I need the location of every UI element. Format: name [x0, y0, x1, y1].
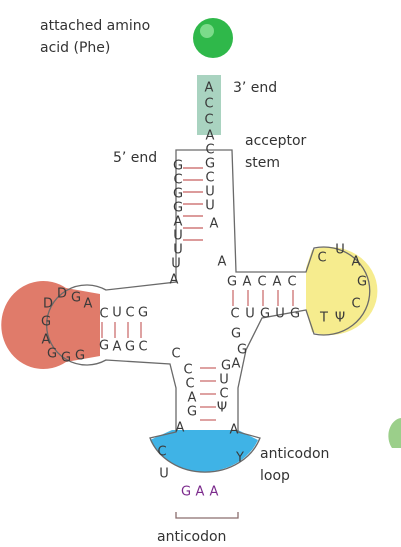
- nucleotide-d-loop-1: G: [71, 291, 81, 306]
- nucleotide-d-loop-0: A: [84, 297, 93, 312]
- nucleotide-t-loop-0: C: [317, 251, 326, 266]
- nucleotide-anticodon-1: A: [196, 485, 205, 500]
- nucleotide-d-stem-top-1: U: [112, 306, 122, 321]
- anticodon-loop-label-line1: anticodon: [260, 446, 329, 462]
- nucleotide-anticodon-stem-right-3: Ψ: [217, 401, 227, 416]
- nucleotide-t-stem-top-3: A: [273, 275, 282, 290]
- nucleotide-anticodon-stem-right-1: U: [219, 373, 229, 388]
- nucleotide-anticodon-loop-left-0: A: [176, 421, 185, 436]
- nucleotide-acceptor-3prime-2: G: [205, 157, 215, 172]
- nucleotide-acceptor-5prime-2: G: [173, 187, 183, 202]
- nucleotide-variable-loop-0: A: [232, 357, 241, 372]
- nucleotide-t-loop-5: Ψ: [335, 311, 345, 326]
- nucleotide-acceptor-3prime-4: U: [205, 185, 215, 200]
- nucleotide-t-stem-bottom-4: G: [290, 307, 300, 322]
- nucleotide-d-loop-5: A: [42, 333, 51, 348]
- nucleotide-d-loop-7: G: [61, 351, 71, 366]
- edge-fragment: [388, 418, 401, 448]
- nucleotide-anticodon-stem-right-2: C: [219, 387, 228, 402]
- nucleotide-d-stem-top-0: C: [99, 307, 108, 322]
- nucleotide-d-loop-8: G: [75, 349, 85, 364]
- nucleotide-anticodon-loop-right-1: Y: [235, 451, 244, 466]
- nucleotide-d-stem-top-3: G: [138, 306, 148, 321]
- nucleotide-acceptor-3prime-0: A: [206, 129, 215, 144]
- five-prime-end-label: 5’ end: [113, 150, 157, 166]
- nucleotide-d-stem-bottom-2: G: [125, 340, 135, 355]
- nucleotide-d-loop-4: G: [41, 315, 51, 330]
- three-prime-end-label: 3’ end: [233, 80, 277, 96]
- nucleotide-anticodon-stem-left-2: A: [188, 391, 197, 406]
- nucleotide-tail-2: C: [204, 113, 213, 128]
- nucleotide-acceptor-3prime-1: C: [205, 143, 214, 158]
- nucleotide-tail-1: C: [204, 97, 213, 112]
- base-pair-bonds: [102, 168, 293, 420]
- nucleotide-acceptor-5prime-5: U: [173, 229, 183, 244]
- nucleotide-acceptor-5prime-4: A: [174, 215, 183, 230]
- nucleotide-d-loop-6: G: [47, 347, 57, 362]
- nucleotide-connector-left-1: A: [170, 273, 179, 288]
- anticodon-label: anticodon: [157, 529, 226, 545]
- nucleotide-connector-left-0: U: [171, 257, 181, 272]
- nucleotide-junction-left-0: C: [171, 347, 180, 362]
- nucleotide-anticodon-loop-right-0: A: [230, 423, 239, 438]
- nucleotide-connector-right-0: A: [218, 255, 227, 270]
- nucleotide-anticodon-0: G: [181, 485, 191, 500]
- nucleotide-t-stem-top-4: C: [287, 275, 296, 290]
- nucleotide-acceptor-5prime-3: G: [173, 201, 183, 216]
- nucleotide-d-stem-top-2: C: [125, 306, 134, 321]
- nucleotide-t-loop-3: G: [357, 275, 367, 290]
- nucleotide-anticodon-stem-right-0: G: [221, 359, 231, 374]
- nucleotide-t-stem-bottom-0: C: [230, 307, 239, 322]
- nucleotide-anticodon-stem-left-1: C: [185, 377, 194, 392]
- anticodon-bracket: [176, 512, 238, 518]
- nucleotide-acceptor-3prime-3: C: [205, 171, 214, 186]
- nucleotide-d-stem-bottom-3: C: [138, 340, 147, 355]
- acceptor-stem-label-line2: stem: [245, 155, 280, 171]
- nucleotide-t-loop-1: U: [335, 243, 345, 258]
- amino-acid-ball: [193, 18, 233, 58]
- nucleotide-d-loop-2: D: [57, 287, 67, 302]
- nucleotide-t-stem-top-0: G: [227, 275, 237, 290]
- nucleotide-acceptor-3prime-5: U: [205, 199, 215, 214]
- nucleotide-t-loop-2: A: [352, 255, 361, 270]
- nucleotide-anticodon-2: A: [210, 485, 219, 500]
- amino-acid-highlight: [200, 24, 214, 38]
- nucleotide-t-loop-4: C: [351, 297, 360, 312]
- nucleotide-t-stem-bottom-3: U: [275, 307, 285, 322]
- nucleotide-t-stem-top-1: A: [243, 275, 252, 290]
- nucleotide-variable-loop-1: G: [237, 343, 247, 358]
- nucleotide-anticodon-loop-left-2: U: [159, 467, 169, 482]
- nucleotide-d-loop-3: D: [43, 297, 53, 312]
- nucleotide-tail-0: A: [205, 81, 214, 96]
- nucleotide-anticodon-loop-left-1: C: [157, 445, 166, 460]
- nucleotide-acceptor-3prime-6: A: [210, 217, 219, 232]
- nucleotide-t-stem-bottom-2: G: [260, 307, 270, 322]
- nucleotide-d-stem-bottom-0: G: [99, 339, 109, 354]
- nucleotide-acceptor-5prime-6: U: [173, 243, 183, 258]
- nucleotide-d-stem-bottom-1: A: [113, 340, 122, 355]
- amino-acid-label-line1: attached amino: [40, 18, 150, 34]
- nucleotide-variable-loop-2: G: [231, 327, 241, 342]
- nucleotide-acceptor-5prime-0: G: [173, 159, 183, 174]
- nucleotide-t-stem-top-2: C: [257, 275, 266, 290]
- nucleotide-acceptor-5prime-1: C: [173, 173, 182, 188]
- amino-acid-label-line2: acid (Phe): [40, 40, 110, 56]
- nucleotide-anticodon-stem-left-3: G: [187, 405, 197, 420]
- acceptor-stem-label-line1: acceptor: [245, 133, 307, 149]
- anticodon-loop-label-line2: loop: [260, 468, 290, 484]
- nucleotide-anticodon-stem-left-0: C: [183, 363, 192, 378]
- nucleotide-t-loop-6: T: [319, 311, 328, 326]
- nucleotide-t-stem-bottom-1: U: [245, 307, 255, 322]
